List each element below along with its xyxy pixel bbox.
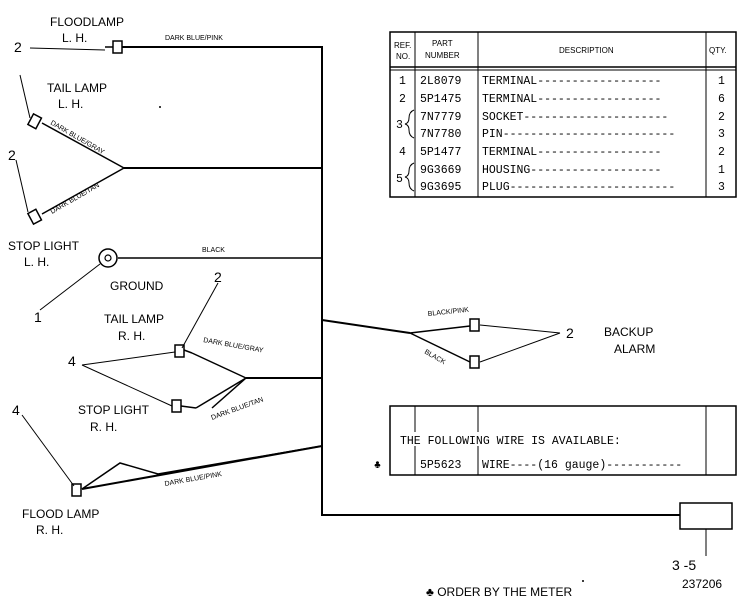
row-5-part: 9G3669 — [420, 164, 462, 177]
stop-light-rh-side: R. H. — [90, 420, 117, 434]
callout-2-floodlamp-lh: 2 — [14, 39, 22, 55]
row-3b-part: 7N7780 — [420, 128, 462, 141]
callout-4-flood-rh: 4 — [12, 402, 20, 418]
tail-lamp-rh-side: R. H. — [118, 329, 145, 343]
tail-lamp-rh-label: TAIL LAMP — [104, 312, 164, 326]
callout-1-ground: 1 — [34, 309, 42, 325]
callout-2-backup: 2 — [566, 325, 574, 341]
row-2-qty: 6 — [718, 93, 725, 106]
tail-lamp-lh-side: L. H. — [58, 97, 83, 111]
row-5b-qty: 3 — [718, 181, 725, 194]
row-3-part: 7N7779 — [420, 111, 462, 124]
wire-label-stop-rh: DARK BLUE/TAN — [210, 396, 264, 421]
row-4-part: 5P1477 — [420, 146, 461, 159]
terminal-backup-1 — [469, 318, 480, 332]
row-4-ref: 4 — [399, 146, 406, 159]
tail-lamp-lh-label: TAIL LAMP — [47, 81, 107, 95]
row-2-ref: 2 — [399, 93, 406, 106]
row-2-desc: TERMINAL------------------ — [482, 93, 661, 106]
parts-table: REF. NO. PART NUMBER DESCRIPTION QTY. 1 … — [389, 31, 737, 198]
row-5b-desc: PLUG------------------------ — [482, 181, 675, 194]
row-5b-part: 9G3695 — [420, 181, 462, 194]
harness-trunk — [81, 46, 680, 516]
speck — [159, 106, 161, 108]
header-ref-2: NO. — [396, 52, 410, 61]
wire-label-backup-1: BLACK/PINK — [427, 307, 469, 318]
figure-number: 237206 — [682, 577, 722, 591]
ground-terminal — [98, 248, 118, 268]
wire-table: THE FOLLOWING WIRE IS AVAILABLE: ♣ 5P562… — [374, 405, 737, 476]
row-3-ref: 3 — [396, 119, 403, 132]
wire-label-ground: BLACK — [202, 247, 225, 254]
callout-leaders — [15, 47, 561, 487]
floodlamp-lh-label: FLOODLAMP — [50, 15, 124, 29]
row-4-qty: 2 — [718, 146, 725, 159]
backup-alarm-label: BACKUP — [604, 325, 653, 339]
terminal-backup-2 — [469, 355, 480, 369]
row-4-desc: TERMINAL------------------ — [482, 146, 661, 159]
footnote: ♣ ORDER BY THE METER — [426, 585, 572, 599]
terminal-tail-rh — [174, 344, 193, 358]
callout-meter: 3 -5 — [672, 557, 696, 573]
row-1-part: 2L8079 — [420, 75, 462, 88]
callout-4-rh-group: 4 — [68, 353, 76, 369]
header-qty: QTY. — [709, 46, 727, 55]
flood-lamp-rh-side: R. H. — [36, 523, 63, 537]
row-5-qty: 1 — [718, 164, 725, 177]
backup-alarm-label-2: ALARM — [614, 342, 655, 356]
wire-label-flood-lh: DARK BLUE/PINK — [165, 35, 223, 42]
backup-alarm-box — [679, 502, 733, 530]
header-part: PART — [432, 39, 453, 48]
callout-2-tail-rh: 2 — [214, 269, 222, 285]
header-ref: REF. — [394, 41, 411, 50]
terminal-tail-lh — [26, 112, 43, 130]
terminal-flood-rh — [71, 483, 82, 497]
wire-label-backup-2: BLACK — [423, 349, 447, 367]
row-3b-desc: PIN------------------------- — [482, 128, 675, 141]
rh-tail-stop-branch — [191, 352, 247, 409]
speck — [582, 580, 584, 582]
row-5-desc: HOUSING------------------- — [482, 164, 661, 177]
brace-ref-3 — [404, 109, 415, 139]
wire-label-tail-lh: DARK BLUE/GRAY — [49, 120, 106, 157]
wire-part: 5P5623 — [420, 459, 462, 472]
backup-branch — [409, 325, 471, 363]
wire-label-stop-lh: DARK BLUE/TAN — [50, 182, 101, 216]
flood-rh-wire — [81, 445, 323, 490]
stop-light-lh-label: STOP LIGHT — [8, 239, 80, 253]
row-1-qty: 1 — [718, 75, 725, 88]
row-2-part: 5P1475 — [420, 93, 462, 106]
ground-label: GROUND — [110, 279, 164, 293]
row-3b-qty: 3 — [718, 128, 725, 141]
terminal-stop-rh — [171, 399, 197, 413]
header-part-2: NUMBER — [425, 51, 460, 60]
wire-desc: WIRE----(16 gauge)----------- — [482, 459, 682, 472]
row-1-ref: 1 — [399, 75, 406, 88]
terminal-stop-lh — [26, 208, 43, 226]
stop-light-rh-label: STOP LIGHT — [78, 403, 150, 417]
callout-2-tail-lh: 2 — [8, 147, 16, 163]
wire-table-heading: THE FOLLOWING WIRE IS AVAILABLE: — [400, 435, 621, 448]
header-desc: DESCRIPTION — [559, 46, 614, 55]
stop-light-lh-side: L. H. — [24, 255, 49, 269]
lh-tail-stop-branch — [41, 122, 125, 215]
wire-label-tail-rh: DARK BLUE/GRAY — [203, 337, 265, 355]
row-3-qty: 2 — [718, 111, 725, 124]
flood-lamp-rh-label: FLOOD LAMP — [22, 507, 99, 521]
brace-ref-5 — [404, 162, 415, 192]
row-1-desc: TERMINAL------------------ — [482, 75, 661, 88]
wire-marker: ♣ — [374, 459, 381, 472]
row-3-desc: SOCKET--------------------- — [482, 111, 668, 124]
row-5-ref: 5 — [396, 173, 403, 186]
terminal-floodlamp-lh — [105, 40, 123, 54]
floodlamp-lh-side: L. H. — [62, 31, 87, 45]
